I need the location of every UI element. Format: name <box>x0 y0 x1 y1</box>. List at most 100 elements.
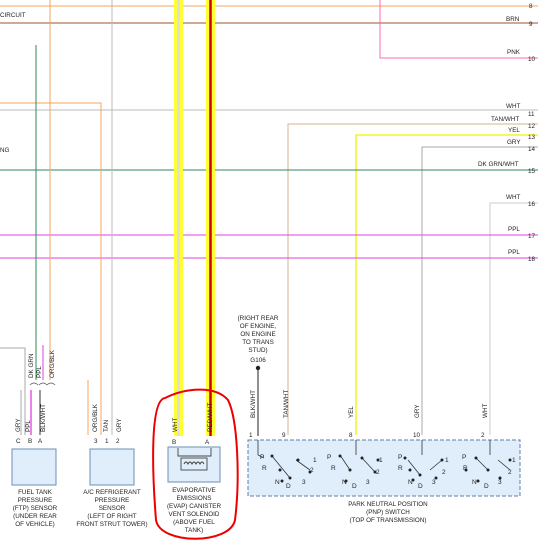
svg-text:DK GRN/WHT: DK GRN/WHT <box>478 161 519 168</box>
svg-text:PPL: PPL <box>36 366 43 378</box>
svg-text:R: R <box>398 465 403 472</box>
svg-text:ORG/BLK: ORG/BLK <box>49 349 56 378</box>
evap-pins: B A <box>172 439 210 446</box>
ftp-wire-labels: GRY PPL BLK/WHT <box>15 404 47 432</box>
svg-text:9: 9 <box>282 432 286 439</box>
wire-12 <box>287 123 538 435</box>
solenoid-coil-icon <box>177 448 212 471</box>
svg-text:3: 3 <box>94 438 98 445</box>
svg-text:FUEL TANK: FUEL TANK <box>18 489 53 496</box>
svg-text:WHT: WHT <box>172 418 179 432</box>
svg-text:9: 9 <box>529 21 533 28</box>
svg-text:YEL: YEL <box>348 406 355 418</box>
pnp-contact-dots <box>270 454 512 483</box>
svg-text:8: 8 <box>529 3 533 10</box>
svg-text:1: 1 <box>445 457 449 464</box>
ac-caption: A/C REFRIGERANT PRESSURE SENSOR (LEFT OF… <box>76 489 147 528</box>
wire-tan-ac <box>0 102 102 435</box>
svg-text:17: 17 <box>528 233 536 240</box>
svg-text:R: R <box>463 465 468 472</box>
svg-text:(FTP) SENSOR: (FTP) SENSOR <box>13 505 58 512</box>
svg-text:1: 1 <box>313 457 317 464</box>
svg-text:P: P <box>398 454 402 461</box>
ac-sensor-box <box>89 448 135 486</box>
svg-text:D: D <box>418 483 423 490</box>
pnp-gear-letters: P R N D 1 2 3 P R N D 1 2 3 P R N D 1 2 … <box>260 454 516 490</box>
svg-text:8: 8 <box>349 432 353 439</box>
svg-text:P: P <box>327 454 331 461</box>
svg-text:2: 2 <box>508 469 512 476</box>
svg-text:GRY: GRY <box>116 418 123 432</box>
svg-text:GRY: GRY <box>15 418 22 432</box>
pnp-pins: 1 9 8 10 2 <box>249 432 485 439</box>
svg-text:PRESSURE: PRESSURE <box>18 497 53 504</box>
svg-text:TO TRANS: TO TRANS <box>242 339 274 346</box>
circuit-text: CIRCUIT <box>0 12 26 19</box>
svg-text:WHT: WHT <box>506 194 520 201</box>
svg-text:RED/WHT: RED/WHT <box>207 402 214 432</box>
svg-text:2: 2 <box>442 469 446 476</box>
svg-text:(PNP) SWITCH: (PNP) SWITCH <box>366 509 410 516</box>
svg-text:2: 2 <box>376 469 380 476</box>
svg-text:ORG/BLK: ORG/BLK <box>92 403 99 432</box>
svg-text:C: C <box>16 438 21 445</box>
svg-text:TAN/WHT: TAN/WHT <box>283 390 290 418</box>
svg-text:DK GRN: DK GRN <box>28 353 35 378</box>
wire-13 <box>355 134 538 435</box>
pnp-switch-box <box>247 439 521 497</box>
svg-text:B: B <box>28 438 32 445</box>
svg-text:OF ENGINE,: OF ENGINE, <box>240 323 277 330</box>
svg-text:18: 18 <box>528 256 536 263</box>
svg-text:10: 10 <box>528 56 536 63</box>
svg-text:P: P <box>260 454 264 461</box>
pnp-wire-labels: BLK/WHT TAN/WHT YEL GRY WHT <box>250 390 489 418</box>
svg-text:2: 2 <box>116 438 120 445</box>
svg-text:G106: G106 <box>250 357 266 364</box>
svg-text:A: A <box>205 439 210 446</box>
svg-text:D: D <box>352 483 357 490</box>
svg-text:BLK/WHT: BLK/WHT <box>40 404 47 432</box>
svg-text:TAN/WHT: TAN/WHT <box>491 116 519 123</box>
right-wire-labels: 8 BRN 9 PNK 10 WHT 11 TAN/WHT 12 YEL 13 … <box>478 3 536 263</box>
svg-text:3: 3 <box>498 479 502 486</box>
left-edge-text: NG <box>0 147 10 154</box>
svg-text:12: 12 <box>528 123 536 130</box>
svg-text:B: B <box>172 439 176 446</box>
svg-text:SENSOR: SENSOR <box>99 505 126 512</box>
svg-text:2: 2 <box>481 432 485 439</box>
svg-text:GRY: GRY <box>414 404 421 418</box>
svg-text:N: N <box>472 479 477 486</box>
svg-text:P: P <box>462 454 466 461</box>
svg-text:14: 14 <box>528 146 536 153</box>
svg-text:13: 13 <box>528 134 536 141</box>
wire-14 <box>421 146 538 435</box>
svg-text:TAN: TAN <box>103 419 110 432</box>
svg-text:A: A <box>38 438 43 445</box>
svg-text:R: R <box>262 465 267 472</box>
svg-text:PNK: PNK <box>507 49 521 56</box>
svg-text:BLK/WHT: BLK/WHT <box>250 390 257 418</box>
svg-text:VENT SOLENOID: VENT SOLENOID <box>169 511 220 518</box>
svg-text:R: R <box>331 465 336 472</box>
svg-text:STUD): STUD) <box>248 347 267 354</box>
ac-pins: 3 1 2 <box>94 438 120 445</box>
svg-text:EVAPORATIVE: EVAPORATIVE <box>172 487 216 494</box>
svg-text:PPL: PPL <box>25 420 32 432</box>
svg-text:(TOP OF TRANSMISSION): (TOP OF TRANSMISSION) <box>350 517 427 524</box>
ftp-caption: FUEL TANK PRESSURE (FTP) SENSOR (UNDER R… <box>13 489 58 528</box>
svg-text:(UNDER REAR: (UNDER REAR <box>13 513 57 520</box>
svg-text:D: D <box>286 483 291 490</box>
wire-gry-ftp <box>0 347 26 435</box>
wire-16 <box>489 202 538 435</box>
ac-wire-labels: ORG/BLK TAN GRY <box>92 403 123 432</box>
svg-text:BRN: BRN <box>506 16 520 23</box>
svg-text:GRY: GRY <box>507 139 521 146</box>
break-marks <box>29 382 56 386</box>
svg-text:N: N <box>408 479 413 486</box>
svg-text:EMISSIONS: EMISSIONS <box>177 495 212 502</box>
svg-text:OF VEHICLE): OF VEHICLE) <box>15 521 55 528</box>
svg-text:16: 16 <box>528 201 536 208</box>
svg-text:(EVAP) CANISTER: (EVAP) CANISTER <box>167 503 222 510</box>
svg-text:FRONT STRUT TOWER): FRONT STRUT TOWER) <box>76 521 147 528</box>
